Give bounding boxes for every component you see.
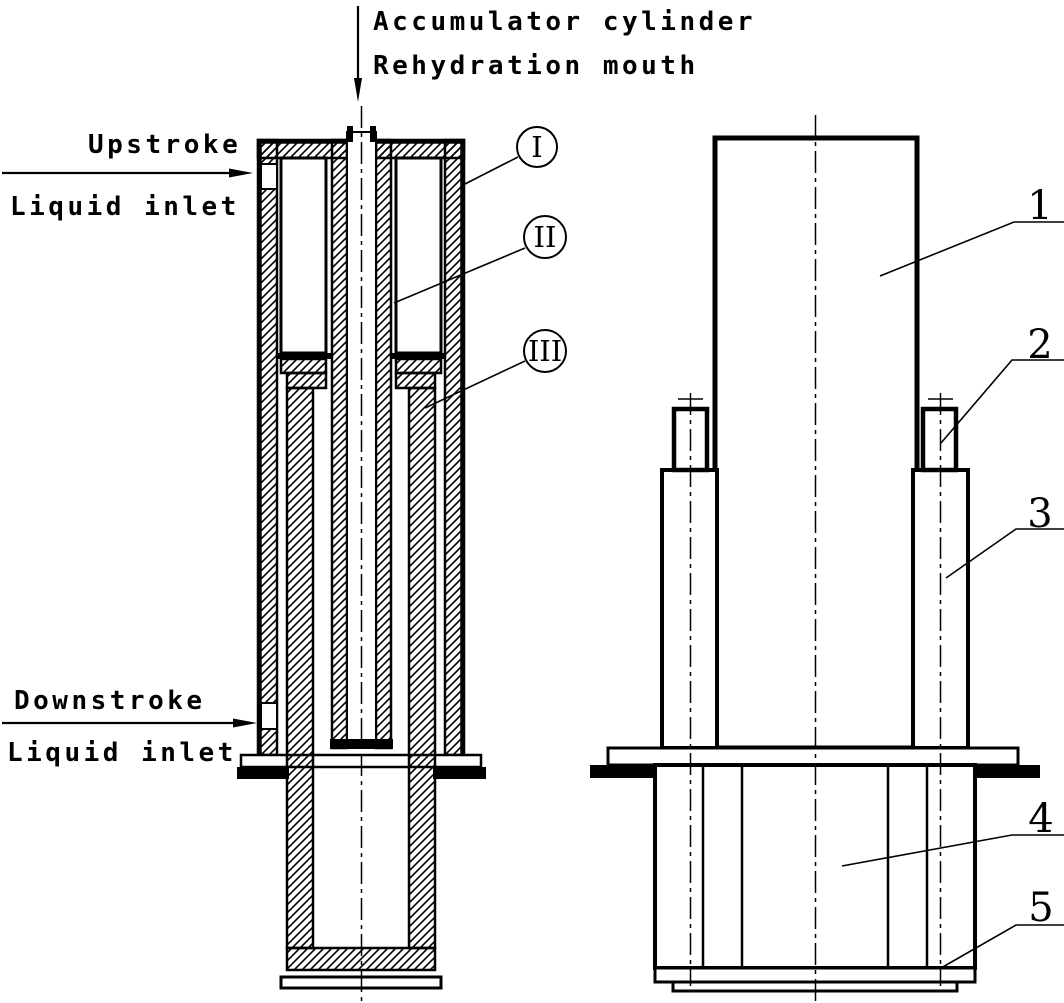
tube-wall-right: [374, 138, 393, 750]
part-number-1: 1: [1027, 183, 1052, 229]
callout-circle-ii: [523, 215, 567, 259]
mount-bar-outside-left: [590, 765, 655, 778]
piston-left: [279, 357, 328, 375]
piston-right: [394, 357, 443, 375]
leader-part-1: [879, 221, 1064, 277]
mouth-collar-left: [347, 126, 353, 142]
callout-text-ii: II: [534, 220, 557, 254]
callout-text-iii: III: [528, 334, 562, 368]
mount-bar-right: [433, 767, 486, 779]
upper-chamber-left: [279, 156, 328, 355]
mount-bar-left: [237, 767, 289, 779]
labels: Accumulator cylinder Rehydration mouth U…: [7, 7, 1054, 931]
guide-tube-left: [660, 468, 719, 750]
upstroke-arrow-head: [229, 168, 253, 178]
piston-top-left: [276, 353, 331, 359]
arrows: [2, 6, 362, 728]
part-number-5: 5: [1028, 885, 1053, 931]
piston-left-step: [285, 371, 328, 390]
upstroke-label: Upstroke: [88, 130, 241, 160]
leader-part-3: [945, 528, 1064, 579]
mouth-collar-right: [370, 126, 376, 142]
downstroke-port: [260, 702, 278, 730]
top-label-line1: Accumulator cylinder: [373, 7, 756, 37]
piston-top-right: [391, 353, 446, 359]
mount-bar-outside-right: [975, 765, 1040, 778]
section-view: [237, 106, 486, 1002]
leader-callout-ii: [393, 247, 526, 304]
leaders: [393, 126, 1064, 969]
downstroke-inlet-label: Liquid inlet: [7, 738, 237, 768]
leader-callout-iii: [424, 360, 526, 409]
upstroke-port: [260, 163, 278, 190]
tube-closed-bottom: [330, 739, 393, 749]
leader-part-4: [841, 834, 1064, 867]
piston-right-step: [394, 371, 437, 390]
lower-body-lines: [701, 765, 929, 968]
guide-rod-right: [920, 406, 959, 473]
outside-view: [590, 115, 1040, 1002]
upper-chamber-right: [394, 156, 443, 355]
part-number-4: 4: [1028, 796, 1053, 842]
callout-circle-iii: [523, 329, 567, 373]
top-label-line2: Rehydration mouth: [373, 51, 699, 81]
part-number-2: 2: [1027, 322, 1052, 368]
downstroke-label: Downstroke: [14, 686, 206, 716]
downstroke-arrow-head: [233, 718, 257, 728]
flange-plate-outside: [606, 746, 1020, 767]
part-number-3: 3: [1027, 491, 1052, 537]
leader-callout-i: [460, 156, 519, 187]
rehydration-arrow-head: [354, 78, 362, 102]
leader-part-2: [940, 359, 1064, 444]
callout-circle-i: [516, 126, 558, 168]
callout-text-i: I: [531, 130, 542, 164]
inner-wall-left: [285, 386, 315, 950]
upstroke-inlet-label: Liquid inlet: [10, 192, 240, 222]
leader-part-5: [940, 924, 1064, 969]
tube-wall-left: [330, 138, 349, 750]
inner-wall-right: [407, 386, 437, 950]
